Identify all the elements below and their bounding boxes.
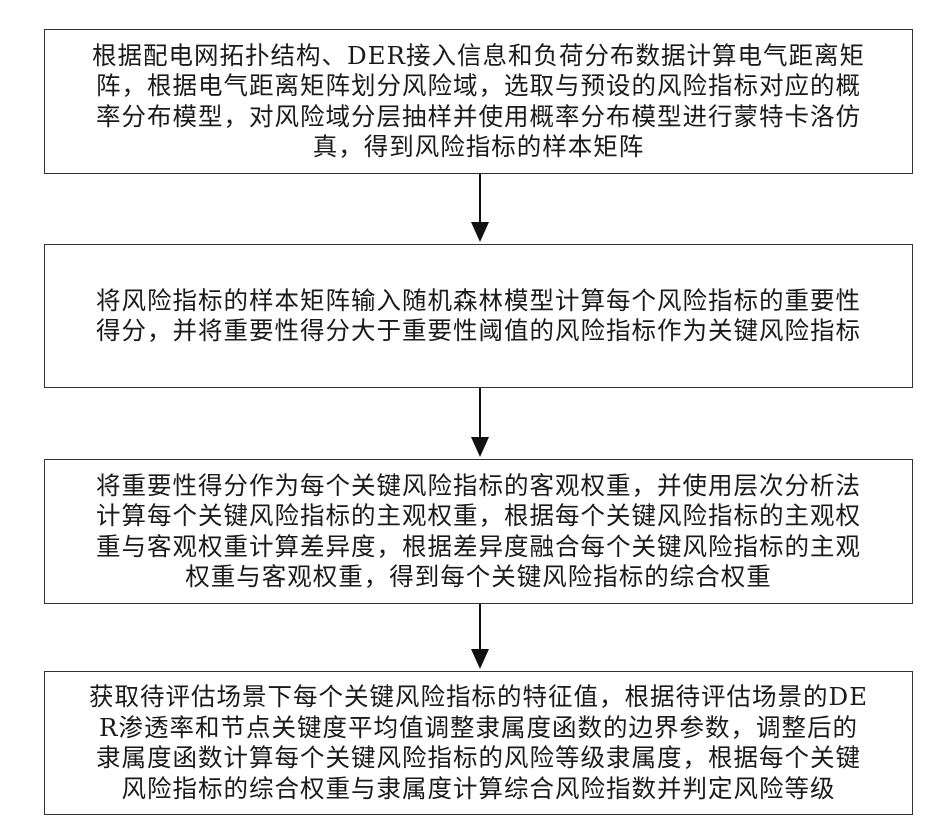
flow-arrow-3-to-4 — [468, 604, 492, 671]
flow-step-4-line-3: 隶属度函数计算每个关键风险指标的风险等级隶属度，根据每个关键 — [89, 743, 868, 774]
flow-step-2-line-2: 得分，并将重要性得分大于重要性阈值的风险指标作为关键风险指标 — [96, 316, 861, 347]
flow-step-1-text: 根据配电网拓扑结构、DER接入信息和负荷分布数据计算电气距离矩 阵，根据电气距离… — [92, 41, 865, 163]
flow-arrow-1-to-2 — [468, 174, 492, 244]
flow-step-4-line-2: R渗透率和节点关键度平均值调整隶属度函数的边界参数，调整后的 — [89, 713, 868, 744]
flow-step-1-line-4: 真，得到风险指标的样本矩阵 — [92, 132, 865, 163]
flow-arrow-2-to-3 — [468, 388, 492, 459]
flow-step-1-line-3: 率分布模型，对风险域分层抽样并使用概率分布模型进行蒙特卡洛仿 — [92, 102, 865, 133]
flow-step-3-line-3: 重与客观权重计算差异度，根据差异度融合每个关键风险指标的主观 — [96, 532, 861, 563]
flow-step-4-line-1: 获取待评估场景下每个关键风险指标的特征值，根据待评估场景的DE — [89, 682, 868, 713]
flow-step-3-line-2: 计算每个关键风险指标的主观权重，根据每个关键风险指标的主观权 — [96, 501, 861, 532]
flow-step-4-text: 获取待评估场景下每个关键风险指标的特征值，根据待评估场景的DE R渗透率和节点关… — [89, 682, 868, 804]
flow-step-3-text: 将重要性得分作为每个关键风险指标的客观权重，并使用层次分析法 计算每个关键风险指… — [96, 471, 861, 593]
flow-step-3-line-1: 将重要性得分作为每个关键风险指标的客观权重，并使用层次分析法 — [96, 471, 861, 502]
flow-step-2-line-1: 将风险指标的样本矩阵输入随机森林模型计算每个风险指标的重要性 — [96, 286, 861, 317]
flow-step-2-text: 将风险指标的样本矩阵输入随机森林模型计算每个风险指标的重要性 得分，并将重要性得… — [96, 286, 861, 347]
flow-step-4-line-4: 风险指标的综合权重与隶属度计算综合风险指数并判定风险等级 — [89, 774, 868, 805]
flow-step-4: 获取待评估场景下每个关键风险指标的特征值，根据待评估场景的DE R渗透率和节点关… — [44, 671, 913, 815]
flow-step-3: 将重要性得分作为每个关键风险指标的客观权重，并使用层次分析法 计算每个关键风险指… — [44, 459, 913, 604]
flow-step-3-line-4: 权重与客观权重，得到每个关键风险指标的综合权重 — [96, 562, 861, 593]
flow-step-1-line-1: 根据配电网拓扑结构、DER接入信息和负荷分布数据计算电气距离矩 — [92, 41, 865, 72]
flow-step-1-line-2: 阵，根据电气距离矩阵划分风险域，选取与预设的风险指标对应的概 — [92, 71, 865, 102]
flow-step-2: 将风险指标的样本矩阵输入随机森林模型计算每个风险指标的重要性 得分，并将重要性得… — [44, 244, 913, 388]
flow-step-1: 根据配电网拓扑结构、DER接入信息和负荷分布数据计算电气距离矩 阵，根据电气距离… — [44, 29, 913, 174]
